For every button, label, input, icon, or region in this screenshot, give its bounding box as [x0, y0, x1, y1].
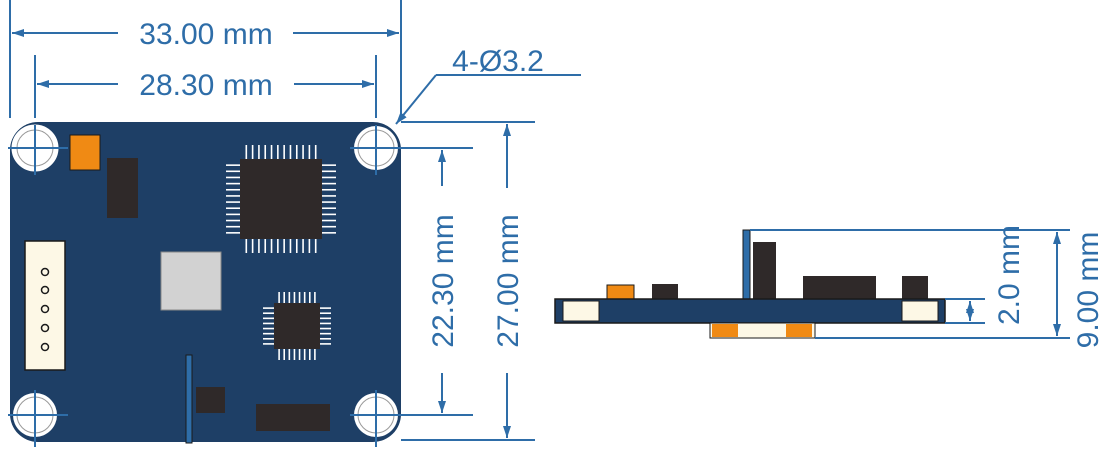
small-ic [107, 158, 138, 218]
secondary-chip [263, 292, 331, 360]
shield-can [160, 251, 222, 311]
dimension-hole-spacing-height: 22.30 mm [427, 150, 460, 413]
outer-height-label: 27.00 mm [492, 214, 525, 347]
outer-width-label: 33.00 mm [139, 18, 272, 51]
connector-side-right [901, 300, 939, 322]
mcu-side [803, 276, 876, 302]
top-view-board [10, 122, 401, 444]
vertical-connector-side [742, 229, 751, 303]
orange-led [69, 134, 101, 171]
pcb-side [554, 298, 946, 324]
bottom-orange-right [786, 324, 812, 337]
hole-center-lines [8, 125, 473, 447]
main-mcu-chip [226, 145, 336, 253]
connector-side-left [562, 300, 600, 322]
black-component-bottom [256, 404, 330, 431]
dimension-hole-spacing-width: 28.30 mm [34, 55, 377, 118]
vertical-connector-blue [185, 354, 193, 444]
small-component-side [902, 276, 928, 302]
dimension-board-thickness: 2.0 mm [945, 225, 1026, 325]
small-ic-side [652, 284, 678, 301]
hole-spacing-width-label: 28.30 mm [139, 69, 272, 102]
hole-spec-label: 4-Ø3.2 [452, 45, 544, 78]
dimension-total-height: 9.00 mm [750, 229, 1104, 349]
dimension-hole-spec: 4-Ø3.2 [395, 45, 581, 125]
dimension-outer-width: 33.00 mm [9, 0, 402, 118]
small-component-bottom [196, 387, 225, 413]
tall-component-side [753, 242, 776, 302]
side-view-board [554, 229, 946, 339]
dimension-outer-height: 27.00 mm [401, 121, 535, 441]
total-height-label: 9.00 mm [1072, 232, 1104, 349]
bottom-orange-left [712, 324, 738, 337]
connector-pins [40, 267, 50, 352]
hole-spacing-height-label: 22.30 mm [427, 214, 460, 347]
board-thickness-label: 2.0 mm [993, 225, 1026, 325]
